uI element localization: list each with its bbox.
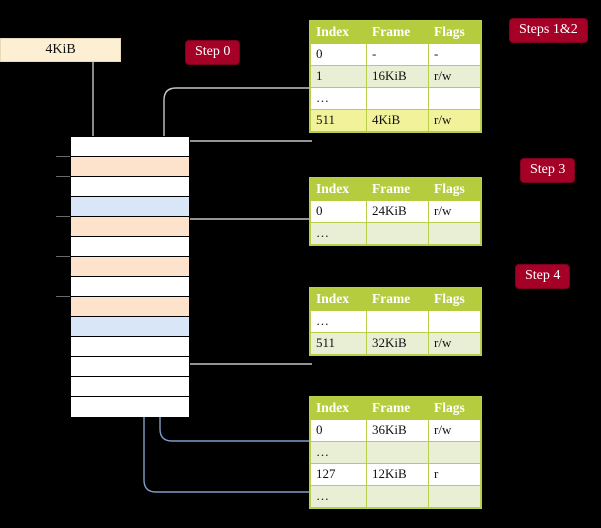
memory-row-tick — [56, 216, 70, 217]
table-row: … — [310, 87, 481, 110]
cell-flags — [428, 222, 481, 245]
cell-index: 0 — [310, 200, 367, 223]
cell-frame: 32KiB — [366, 332, 429, 355]
cell-flags: r/w — [428, 65, 481, 88]
column-header-frame: Frame — [366, 21, 429, 44]
table-row: … — [310, 485, 481, 508]
memory-row-tick — [56, 256, 70, 257]
memory-row-tick — [56, 296, 70, 297]
cell-frame: 12KiB — [366, 463, 429, 486]
cell-frame: 24KiB — [366, 200, 429, 223]
physical-memory-column — [70, 136, 190, 417]
table-row: … — [310, 222, 481, 245]
cell-flags — [428, 441, 481, 464]
memory-frame-row — [71, 337, 189, 357]
memory-frame-row — [71, 317, 189, 337]
memory-row-tick — [56, 176, 70, 177]
cell-index: 0 — [310, 43, 367, 66]
virtual-address-box: 4KiB — [0, 38, 121, 62]
cell-index: 0 — [310, 419, 367, 442]
cell-frame — [366, 485, 429, 508]
cell-index: 127 — [310, 463, 367, 486]
cell-flags: - — [428, 43, 481, 66]
cell-flags — [428, 485, 481, 508]
table-row: 0-- — [310, 43, 481, 66]
cell-flags: r/w — [428, 332, 481, 355]
cell-index: … — [310, 310, 367, 333]
memory-frame-row — [71, 257, 189, 277]
memory-frame-row — [71, 277, 189, 297]
step-badge-step4: Step 4 — [516, 265, 570, 288]
column-header-flags: Flags — [428, 178, 481, 201]
memory-frame-row — [71, 297, 189, 317]
step-badge-step3: Step 3 — [521, 159, 575, 182]
cell-index: 511 — [310, 332, 367, 355]
cell-frame — [366, 222, 429, 245]
cell-flags — [428, 87, 481, 110]
column-header-frame: Frame — [366, 397, 429, 420]
cell-index: 511 — [310, 109, 367, 132]
column-header-frame: Frame — [366, 178, 429, 201]
step-badge-steps12: Steps 1&2 — [510, 19, 587, 42]
column-header-flags: Flags — [428, 21, 481, 44]
column-header-frame: Frame — [366, 288, 429, 311]
cell-index: 1 — [310, 65, 367, 88]
memory-frame-row — [71, 137, 189, 157]
memory-frame-row — [71, 217, 189, 237]
table-row: … — [310, 441, 481, 464]
memory-frame-row — [71, 237, 189, 257]
column-header-flags: Flags — [428, 288, 481, 311]
memory-frame-row — [71, 397, 189, 417]
cell-index: … — [310, 222, 367, 245]
column-header-index: Index — [310, 288, 367, 311]
cell-index: … — [310, 485, 367, 508]
cell-frame: 36KiB — [366, 419, 429, 442]
cell-flags: r/w — [428, 200, 481, 223]
column-header-index: Index — [310, 21, 367, 44]
cell-index: … — [310, 441, 367, 464]
cell-flags: r/w — [428, 419, 481, 442]
step-badge-step0: Step 0 — [186, 41, 240, 64]
cell-flags: r/w — [428, 109, 481, 132]
column-header-flags: Flags — [428, 397, 481, 420]
cell-flags — [428, 310, 481, 333]
cell-frame: - — [366, 43, 429, 66]
virtual-address-label: 4KiB — [45, 42, 76, 57]
memory-frame-row — [71, 177, 189, 197]
cell-frame — [366, 441, 429, 464]
column-header-index: Index — [310, 397, 367, 420]
cell-index: … — [310, 87, 367, 110]
cell-frame: 4KiB — [366, 109, 429, 132]
memory-frame-row — [71, 157, 189, 177]
column-header-index: Index — [310, 178, 367, 201]
cell-frame — [366, 310, 429, 333]
memory-frame-row — [71, 357, 189, 377]
table-row: … — [310, 310, 481, 333]
cell-frame: 16KiB — [366, 65, 429, 88]
memory-row-tick — [56, 156, 70, 157]
cell-flags: r — [428, 463, 481, 486]
memory-frame-row — [71, 197, 189, 217]
memory-frame-row — [71, 377, 189, 397]
cell-frame — [366, 87, 429, 110]
